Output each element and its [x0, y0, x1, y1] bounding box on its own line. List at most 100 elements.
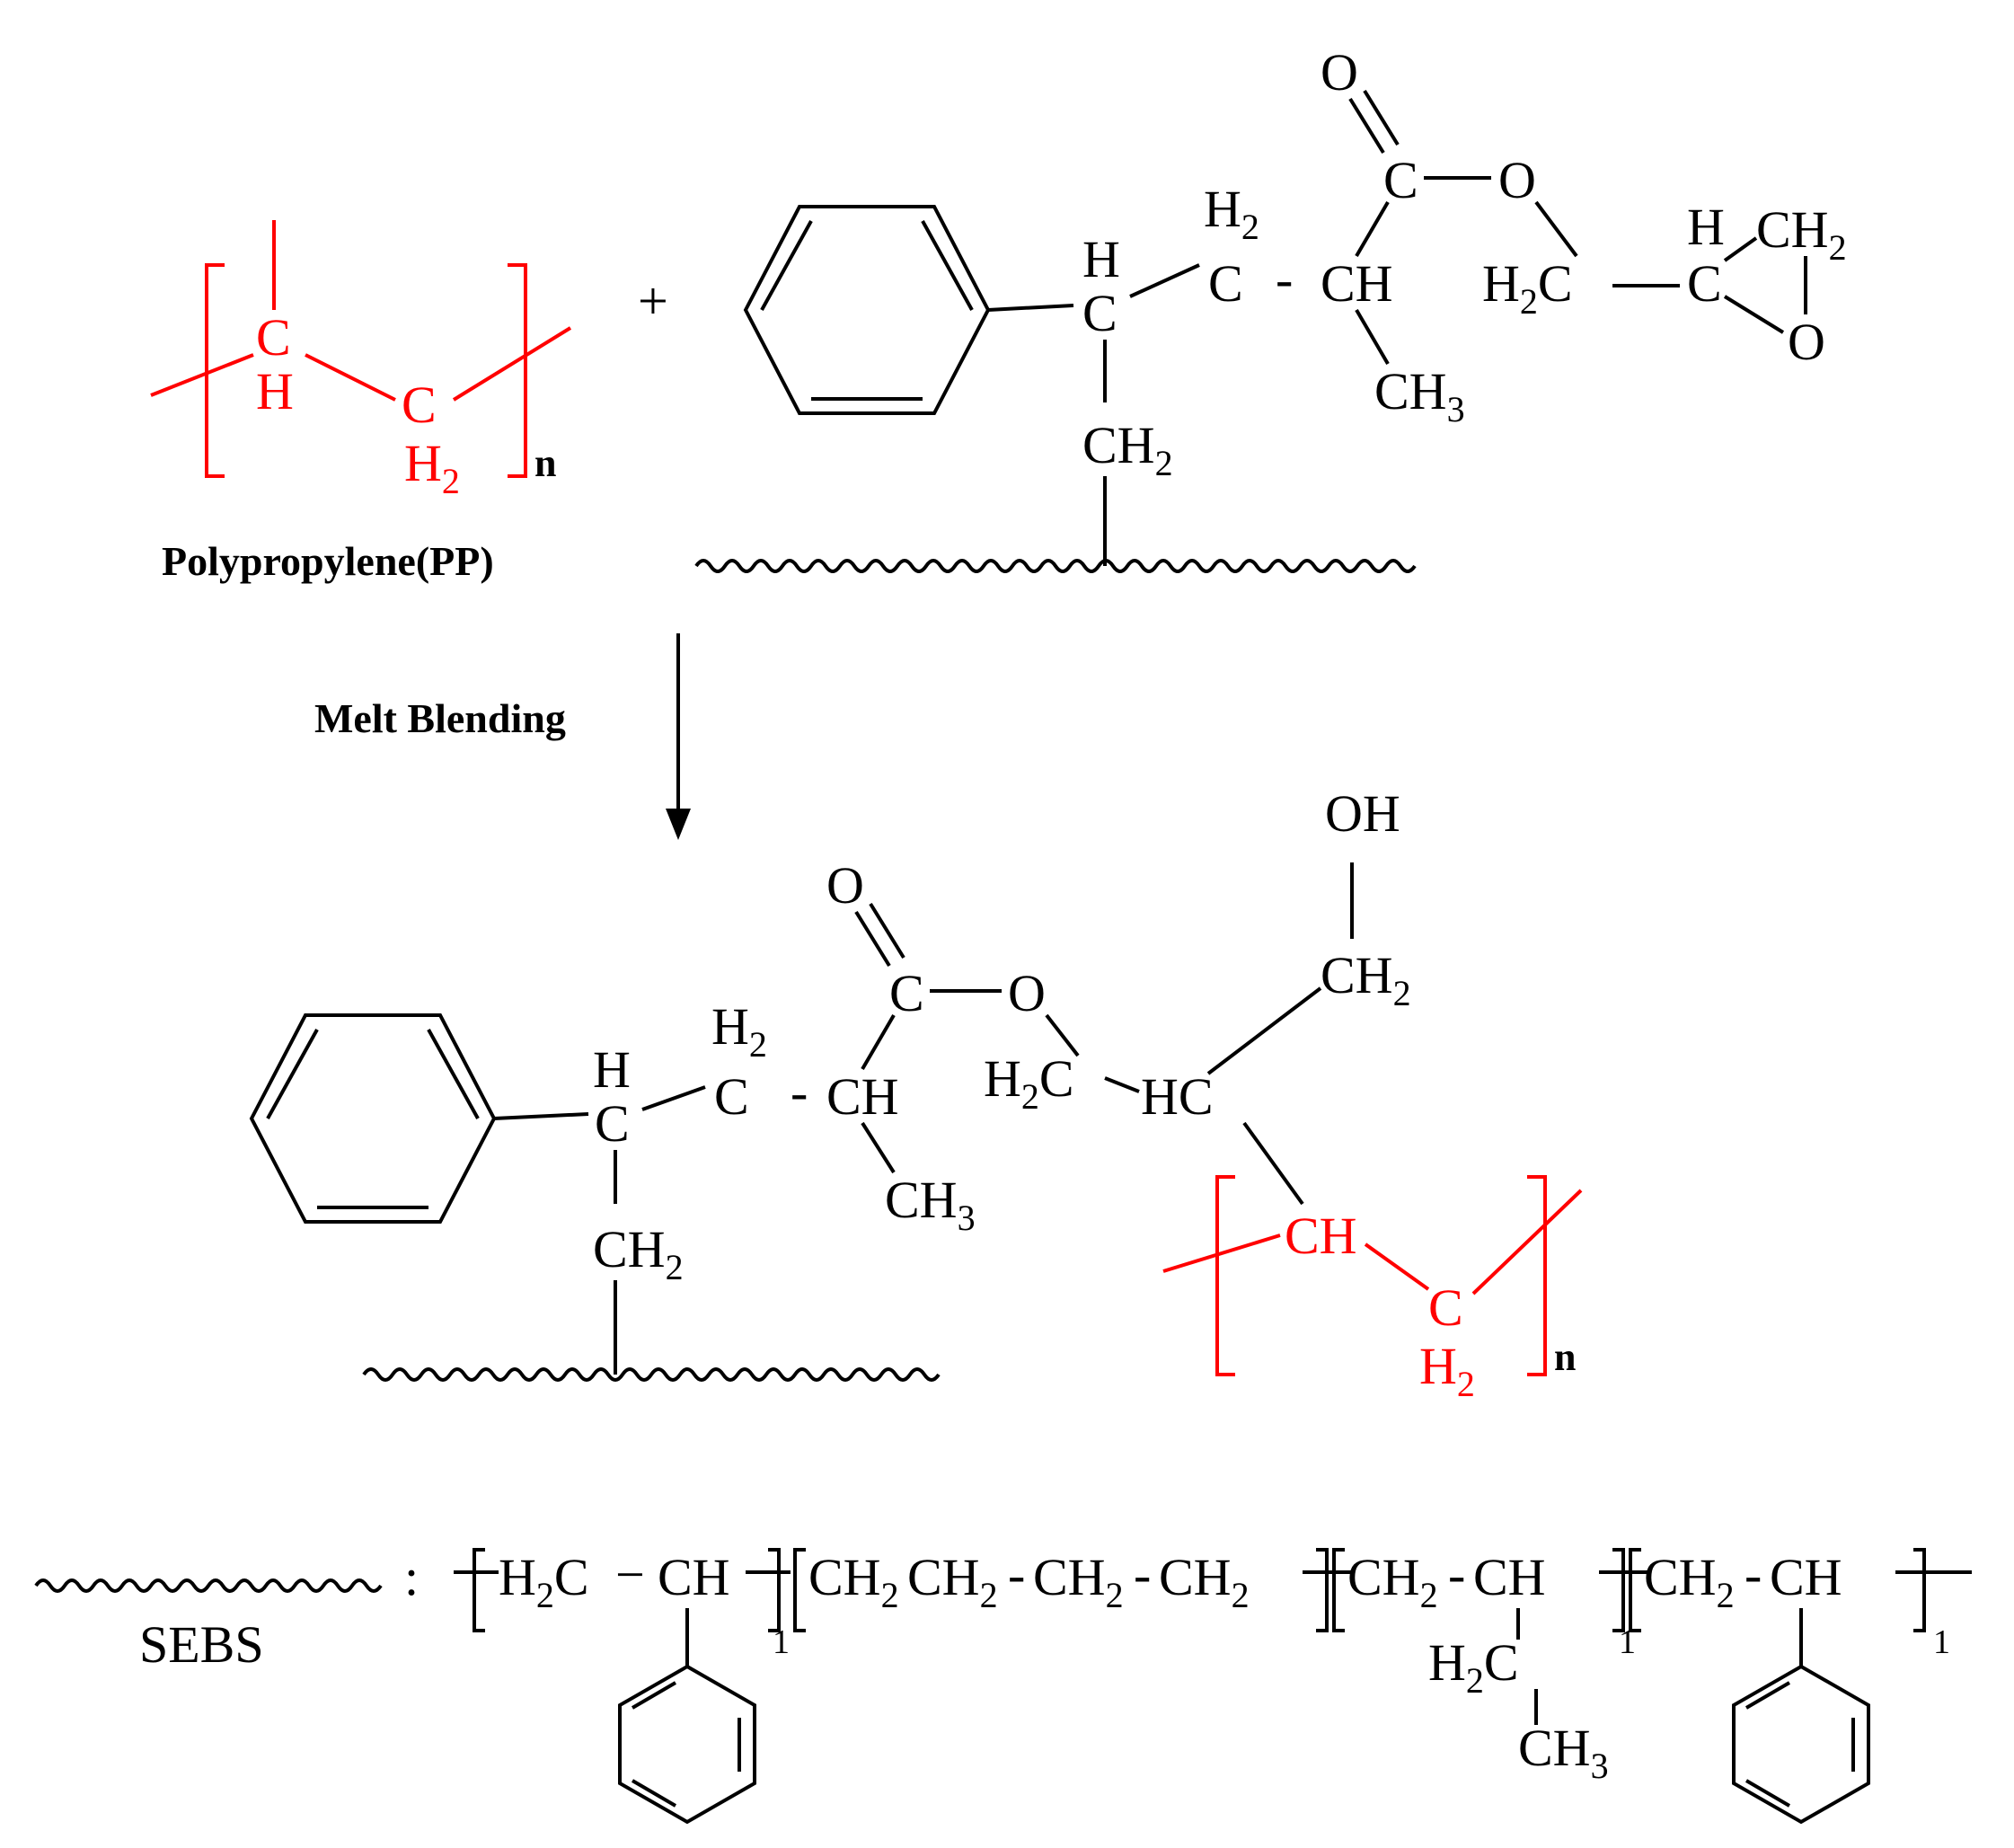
product-pp-left-chain-bond: [1162, 1233, 1281, 1273]
pp-repeat-n: n: [534, 441, 556, 485]
gma-epoxy-ch2: CH2: [1756, 200, 1847, 268]
reaction-arrow: [666, 633, 691, 840]
gma-ch2-h: H2: [1204, 180, 1259, 247]
block1-right-bracket: [768, 1548, 781, 1632]
block2-dash-2: -: [1134, 1545, 1151, 1604]
product-ch-mid: CH: [826, 1067, 899, 1126]
gma-backbone-ch2: CH2: [1082, 416, 1173, 483]
product-structure: H C CH2 H2 C - CH C O O CH3 H2C HC CH2 O…: [249, 784, 1583, 1404]
block4-repeat: 1: [1933, 1623, 1950, 1661]
block4-right-bracket: [1913, 1548, 1926, 1632]
sebs-legend-colon: :: [404, 1548, 419, 1606]
benzene-double-bond: [760, 220, 813, 311]
gma-grafted-sebs-structure: H C CH2 H2 C - CH C O O CH3 H2C H C CH2 …: [694, 43, 1847, 573]
epoxide-c-ch2-bond: [1723, 236, 1758, 262]
block2-ch2-a: CH2: [808, 1548, 899, 1615]
block1-left-bracket: [473, 1548, 485, 1632]
hc-ch2oh-bond: [1206, 986, 1322, 1075]
product-hc: HC: [1141, 1067, 1214, 1126]
sebs-legend-wavy-line: [34, 1578, 383, 1593]
sebs-name-label: SEBS: [139, 1615, 264, 1674]
gma-dash: -: [1276, 250, 1293, 308]
gma-carbonyl-c: C: [1383, 151, 1418, 209]
epoxide-c-o-bond: [1723, 295, 1785, 334]
gma-epoxy-h: H: [1687, 198, 1725, 256]
product-backbone-ch2: CH2: [593, 1220, 684, 1287]
block4-phenyl-ring: [1732, 1664, 1870, 1825]
gma-epoxy-h2c: H2C: [1482, 254, 1573, 322]
block4-dash: -: [1745, 1545, 1762, 1604]
melt-blending-label: Melt Blending: [314, 695, 566, 741]
ch-to-carbonyl-bond: [1355, 200, 1390, 258]
o-ch2-bond: [1045, 1013, 1080, 1057]
product-oh: OH: [1325, 784, 1400, 843]
gma-ch-h: H: [1082, 230, 1120, 288]
block3-ch3: CH3: [1518, 1719, 1609, 1786]
benzene-double-bond: [631, 1681, 677, 1710]
ch-methyl-bond: [1355, 308, 1390, 366]
pp-right-chain-bond: [452, 326, 572, 402]
block3-left-bracket: [1332, 1548, 1345, 1632]
product-carbonyl-o: O: [826, 856, 864, 915]
benzene-double-bond: [921, 220, 974, 311]
block3-ch2: CH2: [1347, 1548, 1438, 1615]
pp-ch-ch2-bond: [305, 353, 396, 402]
block2-ch2-d: CH2: [1159, 1548, 1250, 1615]
block3-right-bracket: [1612, 1548, 1625, 1632]
block4-ch2: CH2: [1644, 1548, 1735, 1615]
product-carbonyl-c: C: [889, 964, 924, 1022]
o-ch2-bond: [1534, 200, 1578, 258]
block2-ch2-c: CH2: [1033, 1548, 1124, 1615]
block3-h2c: H2C: [1428, 1633, 1519, 1701]
product-ch3: CH3: [885, 1171, 976, 1238]
pp-left-bracket: [205, 263, 225, 478]
product-ch-h: H: [593, 1040, 631, 1099]
product-pp-h2: H2: [1419, 1337, 1475, 1404]
block4-ch: CH: [1770, 1548, 1842, 1606]
benzene-ring: [249, 1013, 497, 1224]
gma-ester-o: O: [1498, 151, 1536, 209]
gma-ch-c: C: [1082, 284, 1117, 342]
phenyl-ch-bond: [987, 304, 1074, 312]
carbonyl-double-bond: [1348, 97, 1385, 155]
product-pp-c: C: [1428, 1278, 1463, 1337]
carbonyl-double-bond: [869, 902, 905, 959]
product-ch-c: C: [595, 1094, 630, 1153]
product-pp-right-chain-bond: [1471, 1189, 1583, 1295]
block1-ch: CH: [658, 1548, 730, 1606]
gma-epoxy-c: C: [1687, 254, 1722, 313]
sebs-wavy-backbone: [694, 559, 1417, 573]
polypropylene-structure: C H C H2 n: [150, 220, 572, 501]
block4-left-bracket: [1629, 1548, 1641, 1632]
gma-ch2-c: C: [1208, 254, 1243, 313]
product-ester-o: O: [1008, 964, 1046, 1022]
benzene-double-bond: [631, 1779, 677, 1808]
pp-left-chain-bond: [150, 353, 254, 397]
benzene-double-bond: [1745, 1681, 1791, 1710]
phenyl-ch-bond: [493, 1112, 589, 1120]
pp-ch2-carbon: C: [402, 376, 437, 434]
product-pp-left-bracket: [1215, 1175, 1235, 1376]
pp-ch2-hydrogen: H2: [404, 434, 460, 501]
carbonyl-double-bond: [1363, 89, 1400, 146]
product-pp-repeat-n: n: [1554, 1335, 1576, 1379]
block2-ch2-b: CH2: [907, 1548, 998, 1615]
gma-carbonyl-o: O: [1321, 43, 1358, 102]
pp-name-label: Polypropylene(PP): [162, 538, 494, 584]
block2-left-bracket: [793, 1548, 806, 1632]
block1-phenyl-ring: [618, 1664, 756, 1825]
arrow-head: [666, 809, 691, 840]
product-pp-ch: CH: [1285, 1207, 1357, 1265]
block2-right-bracket: [1316, 1548, 1329, 1632]
h2c-hc-bond: [1104, 1076, 1140, 1093]
sebs-legend: : SEBS H2C − CH 1 CH2 CH2 - CH2 - CH2 CH…: [34, 1545, 1972, 1825]
benzene-ring: [743, 205, 991, 415]
product-pp-right-bracket: [1527, 1175, 1547, 1376]
hc-pp-bond: [1242, 1121, 1304, 1206]
block1-dash: −: [615, 1545, 645, 1604]
ch-to-carbonyl-bond: [861, 1013, 896, 1071]
benzene-double-bond: [266, 1029, 319, 1119]
product-ch2oh: CH2: [1321, 946, 1411, 1013]
sebs-wavy-backbone: [362, 1367, 941, 1382]
